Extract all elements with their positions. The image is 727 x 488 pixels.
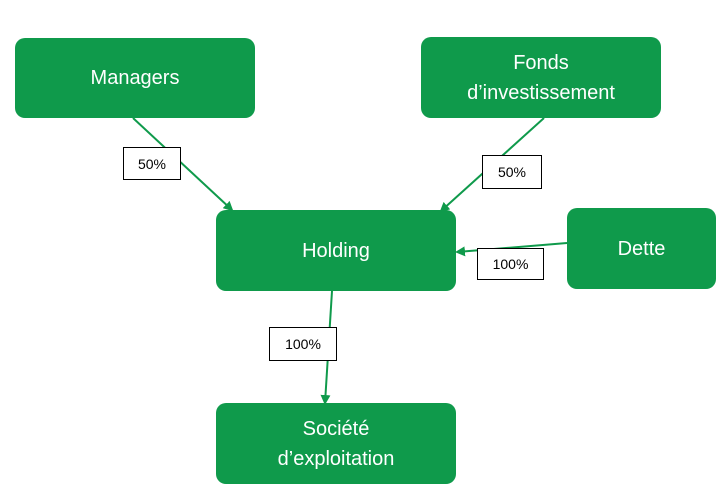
node-societe-label-line1: Société — [302, 417, 370, 440]
edge-label-holding-societe: 100% — [269, 327, 337, 361]
node-dette: Dette — [567, 208, 716, 289]
arrow-managers-to-holding — [132, 117, 234, 212]
node-societe-exploitation: Société d’exploitation — [216, 403, 456, 484]
node-managers-label: Managers — [90, 67, 180, 89]
node-fonds-investissement: Fonds d’investissement — [421, 37, 661, 118]
edge-label-managers-holding: 50% — [123, 147, 181, 180]
node-fonds-label-line1: Fonds — [513, 51, 569, 74]
node-dette-label: Dette — [617, 237, 666, 260]
node-holding-label: Holding — [302, 239, 370, 262]
node-managers: Managers — [15, 38, 255, 118]
node-fonds-label-line2: d’investissement — [467, 81, 615, 104]
edge-label-fonds-holding: 50% — [482, 155, 542, 189]
edge-label-dette-holding: 100% — [477, 248, 544, 280]
node-holding: Holding — [216, 210, 456, 291]
arrow-dette-to-holding — [455, 242, 568, 257]
node-societe-label-line2: d’exploitation — [277, 447, 395, 470]
